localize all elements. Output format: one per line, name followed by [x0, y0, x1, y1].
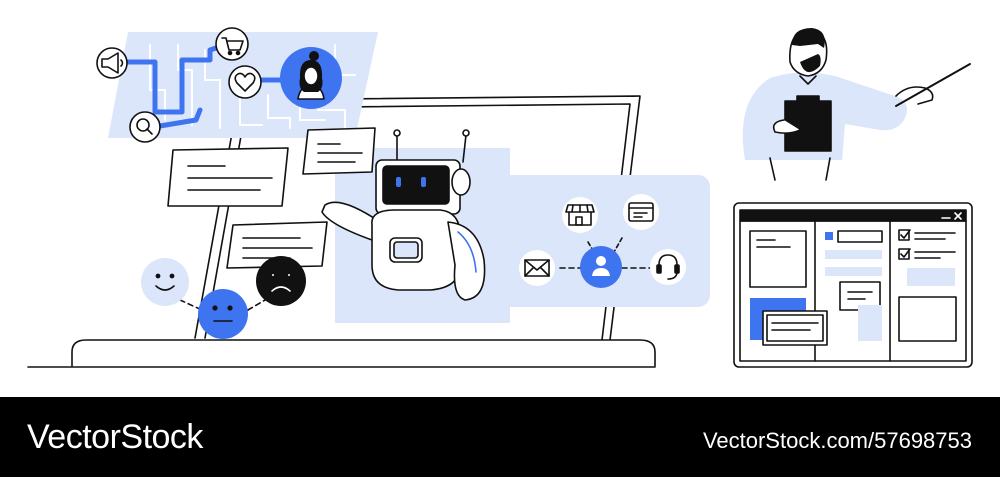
message-card-1: [167, 147, 289, 207]
mail-icon: [519, 250, 555, 286]
neutral-face-icon: [198, 289, 248, 339]
laptop-base: [71, 339, 656, 367]
route-path: [115, 41, 231, 115]
vectorstock-logo: VectorStock: [27, 418, 203, 456]
user-avatar-icon: [280, 47, 342, 109]
dashboard-window: [733, 202, 973, 368]
search-icon: [129, 111, 161, 143]
dashboard-card-1: [749, 230, 807, 288]
browser-icon: [623, 194, 659, 230]
illustration: [27, 27, 973, 368]
headset-icon: [650, 249, 686, 285]
robot-eye-right: [421, 177, 426, 187]
cart-icon: [215, 27, 249, 61]
robot-arm-right: [447, 221, 486, 301]
footer-bar: [0, 397, 1000, 477]
service-panel: [500, 175, 710, 307]
sad-face-icon: [256, 256, 306, 306]
window-titlebar: [739, 209, 967, 222]
message-card-2: [302, 127, 376, 175]
route-maze-lines: [149, 44, 356, 131]
megaphone-icon: [96, 47, 128, 79]
checkbox-icon: [898, 229, 956, 260]
store-icon: [562, 197, 598, 233]
pointer-stick: [895, 63, 971, 107]
robot: [321, 129, 486, 301]
feedback-faces: [141, 256, 306, 339]
robot-face-screen: [382, 165, 450, 205]
robot-eye-left: [396, 177, 401, 187]
close-icon: [954, 212, 962, 220]
image-credit: VectorStock.com/57698753: [702, 428, 972, 453]
presenter-legs: [769, 157, 831, 181]
happy-face-icon: [141, 258, 189, 306]
message-card-3: [226, 221, 328, 269]
presenter-person: [742, 28, 971, 181]
user-icon: [580, 246, 622, 288]
clipboard-icon: [784, 95, 832, 152]
heart-icon: [228, 65, 262, 99]
